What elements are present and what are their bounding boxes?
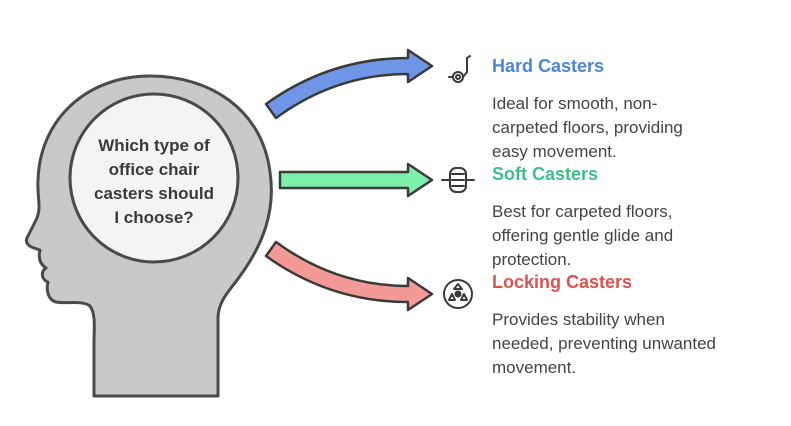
option-title-soft-casters: Soft Casters	[492, 164, 599, 184]
central-question: Which type of office chair casters shoul…	[94, 136, 214, 227]
caster-wheel-icon	[448, 55, 471, 83]
thought-circle	[68, 92, 240, 264]
option-description-hard-casters: Ideal for smooth, non- carpeted floors, …	[492, 94, 683, 161]
option-title-hard-casters: Hard Casters	[492, 56, 605, 76]
arrow-soft-casters	[278, 162, 434, 198]
option-description-locking-casters: Provides stability when needed, preventi…	[492, 310, 717, 377]
arrow-hard-casters	[264, 48, 434, 120]
lock-wheel-icon	[443, 279, 473, 309]
tread-wheel-icon	[441, 167, 475, 193]
option-description-soft-casters: Best for carpeted floors, offering gentl…	[492, 202, 674, 269]
arrow-locking-casters	[264, 240, 434, 312]
option-title-locking-casters: Locking Casters	[492, 272, 633, 292]
